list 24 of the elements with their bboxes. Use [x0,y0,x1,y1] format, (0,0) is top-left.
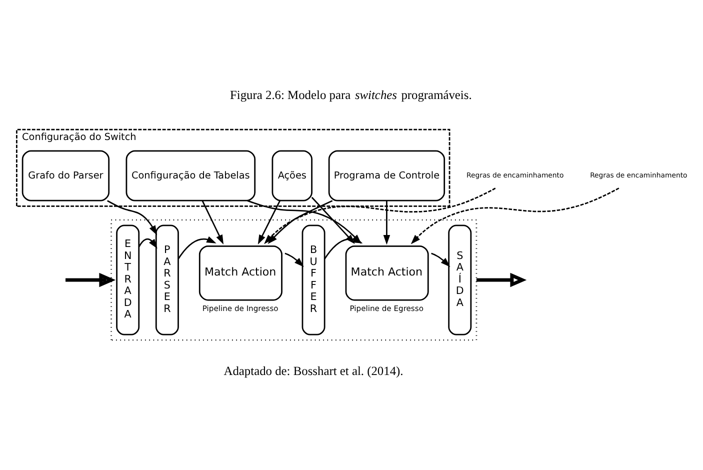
arrow [324,236,363,259]
arrow [476,272,527,287]
cluster [110,218,478,340]
arrow [431,252,450,266]
node-box: ENTRADA [116,224,140,335]
arrow [383,200,390,244]
node-box: SAÍDA [448,224,472,335]
node-box: Match Action [345,244,429,300]
arrow [202,200,224,244]
arrow [66,272,116,287]
diagram-title: Figura 2.6: Modelo para switches programáveis. [230,87,472,102]
node-box: Match Action [198,244,282,300]
arrow [410,187,620,244]
node-box: Configuração de Tabelas [126,150,256,201]
node-box: Programa de Controle [328,150,446,201]
caption: Adaptado de: Bosshart et al. (2014). [224,363,404,378]
arrow [138,238,158,248]
node-box: PARSER [155,224,179,335]
node-box: BUFFER [302,224,326,335]
node-box: Grafo do Parser [22,150,110,201]
arrow [178,236,216,259]
arrow [284,252,304,266]
node-box: Ações [272,150,312,201]
arrow [107,200,158,235]
